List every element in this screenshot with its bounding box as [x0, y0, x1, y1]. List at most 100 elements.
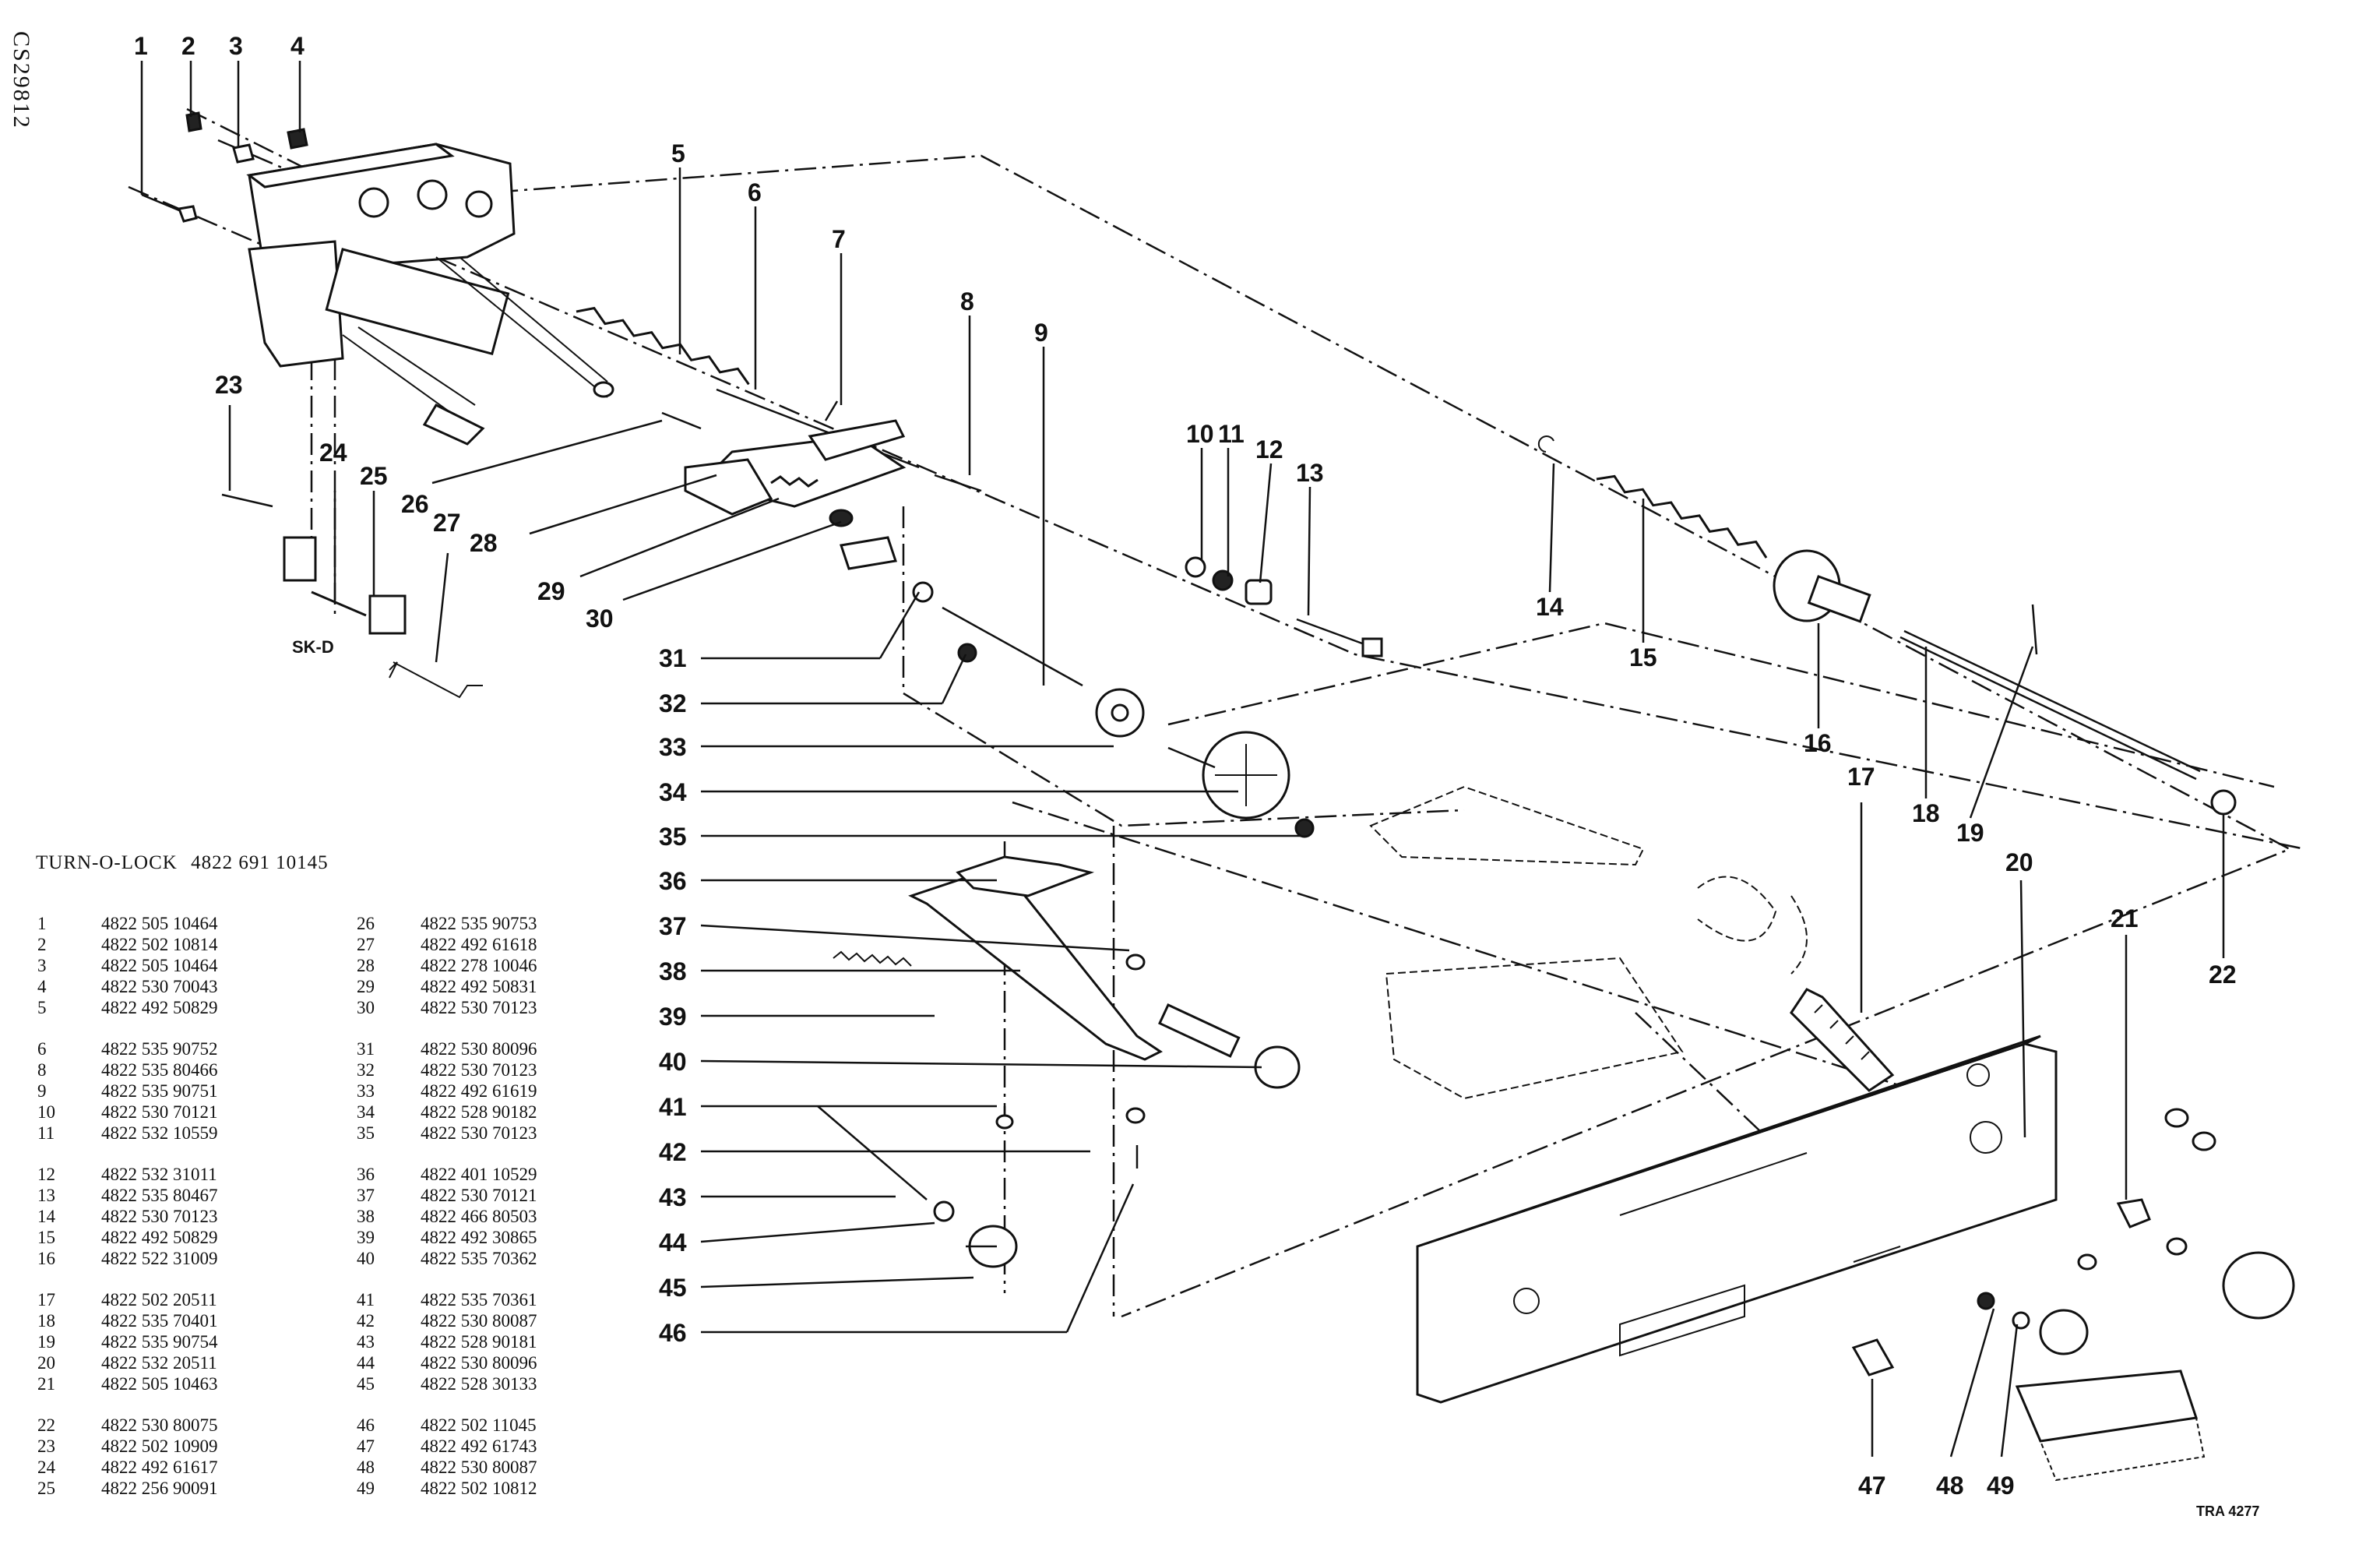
- callout-24: 24: [319, 439, 347, 467]
- callout-17: 17: [1847, 763, 1875, 791]
- callout-14: 14: [1536, 593, 1564, 621]
- callout-30: 30: [586, 605, 614, 633]
- callout-16: 16: [1804, 729, 1832, 757]
- callout-27: 27: [433, 509, 461, 537]
- callout-48: 48: [1936, 1472, 1964, 1500]
- lever-plate-36-40: [833, 855, 1301, 1089]
- threaded-part-17: [1790, 988, 1895, 1092]
- callout-44: 44: [659, 1228, 687, 1257]
- callout-19: 19: [1956, 819, 1984, 847]
- callout-26: 26: [401, 490, 429, 518]
- callout-49: 49: [1987, 1472, 2015, 1500]
- callout-33: 33: [659, 733, 687, 761]
- callout-42: 42: [659, 1138, 687, 1166]
- callout-22: 22: [2209, 961, 2237, 989]
- small-parts-10-13: [1185, 556, 1383, 657]
- lower-parts-41-46: [817, 1105, 1146, 1268]
- callout-4: 4: [290, 32, 305, 60]
- callout-23: 23: [215, 371, 243, 399]
- callout-39: 39: [659, 1003, 687, 1031]
- kit-name: TURN-O-LOCK: [36, 852, 178, 873]
- pin-8: [934, 474, 982, 492]
- callout-25: 25: [360, 462, 388, 490]
- callout-38: 38: [659, 957, 687, 985]
- callout-40: 40: [659, 1048, 687, 1076]
- spring-5: [576, 306, 750, 386]
- callout-18: 18: [1912, 799, 1940, 827]
- lever-assembly-26-30: [661, 411, 854, 527]
- spring-15-gear-16: [1537, 435, 1871, 623]
- callout-36: 36: [659, 867, 687, 895]
- callout-45: 45: [659, 1274, 687, 1302]
- callout-8: 8: [960, 287, 974, 315]
- callout-37: 37: [659, 912, 687, 940]
- kit-title: TURN-O-LOCK 4822 691 10145: [36, 852, 336, 874]
- knob-and-box-21-49: [1851, 1108, 2295, 1482]
- document-code: CS29812: [9, 31, 34, 129]
- front-housing: [246, 143, 614, 446]
- callout-43: 43: [659, 1183, 687, 1211]
- callout-34: 34: [659, 778, 687, 806]
- callout-41: 41: [659, 1093, 687, 1121]
- callout-7: 7: [832, 225, 846, 253]
- callout-47: 47: [1858, 1472, 1886, 1500]
- callout-9: 9: [1034, 319, 1048, 347]
- callout-10: 10: [1186, 420, 1214, 448]
- callout-11: 11: [1218, 420, 1245, 448]
- callout-13: 13: [1296, 459, 1324, 487]
- callout-35: 35: [659, 823, 687, 851]
- drawing-reference: TRA 4277: [2196, 1503, 2260, 1519]
- callout-1: 1: [134, 32, 148, 60]
- main-chassis: [1416, 1035, 2058, 1404]
- leader-lines: [140, 61, 2225, 1458]
- dashed-frame-assembly: [1369, 785, 1808, 1100]
- callout-29: 29: [537, 577, 565, 605]
- callout-32: 32: [659, 689, 687, 717]
- callout-3: 3: [229, 32, 243, 60]
- callout-28: 28: [470, 529, 498, 557]
- callout-31: 31: [659, 644, 687, 672]
- gear-group-31-35: [912, 581, 1315, 838]
- callout-15: 15: [1629, 643, 1657, 671]
- callout-2: 2: [181, 32, 195, 60]
